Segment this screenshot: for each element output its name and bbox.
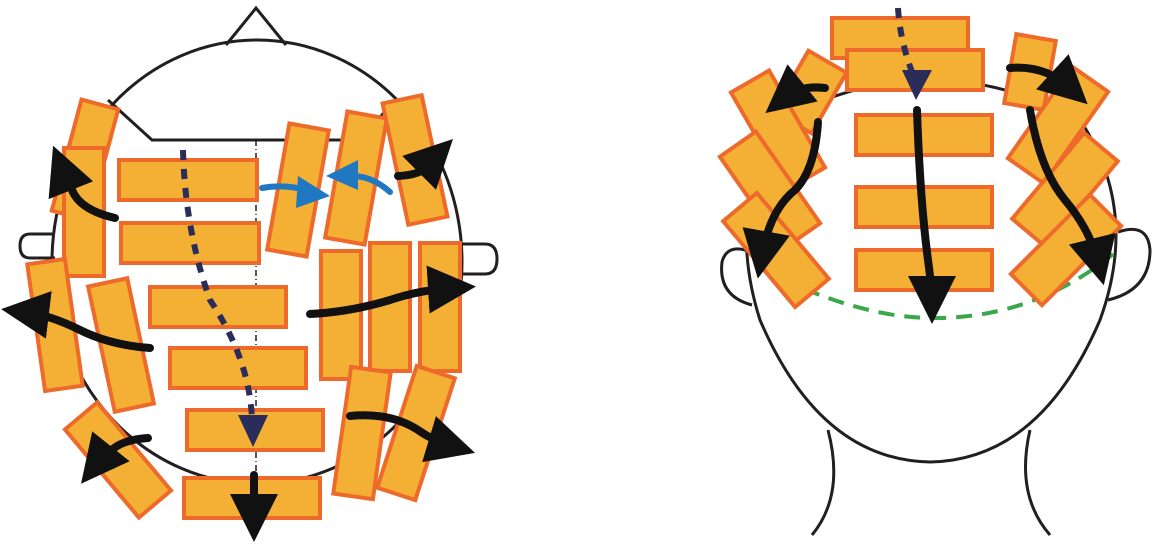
top-view-head bbox=[20, 8, 497, 518]
roller-top-17 bbox=[420, 243, 460, 371]
neck-left bbox=[812, 430, 834, 535]
roller-back-3 bbox=[856, 115, 992, 155]
roller-top-8 bbox=[150, 287, 286, 327]
back-view-head bbox=[720, 8, 1150, 535]
left-ear-icon bbox=[20, 234, 55, 258]
rollers-top-view bbox=[27, 95, 460, 518]
right-ear-icon bbox=[460, 244, 497, 274]
neck-right bbox=[1026, 430, 1051, 535]
roller-top-5 bbox=[65, 402, 171, 517]
